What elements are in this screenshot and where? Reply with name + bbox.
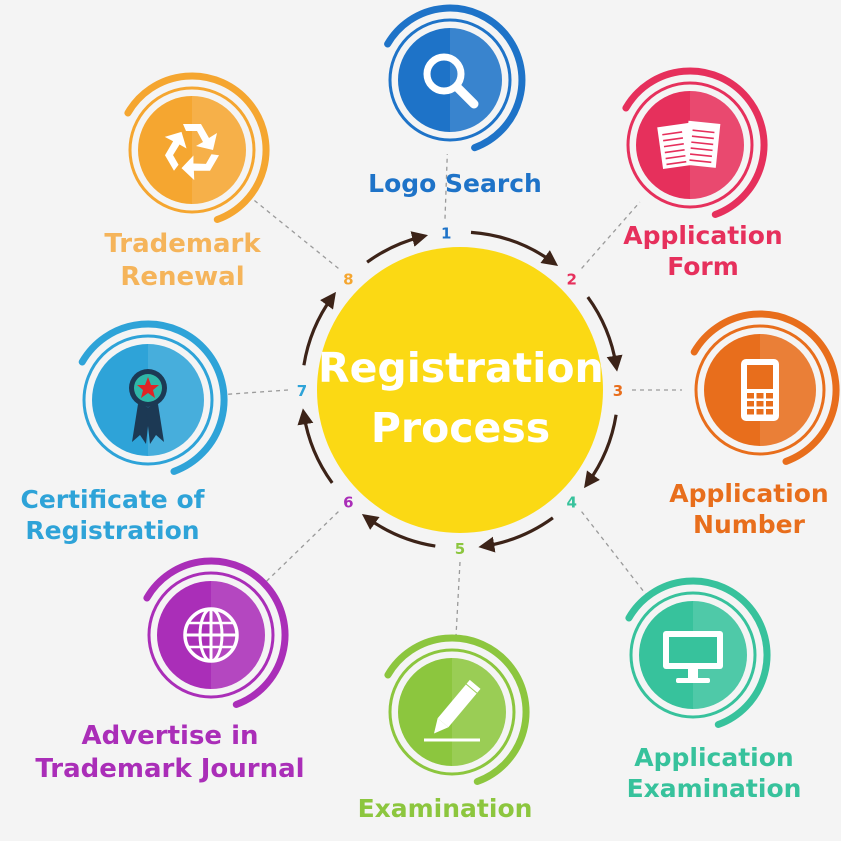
cycle-arrow [478,516,554,553]
step-label-logo-search: Logo Search [340,168,570,199]
recycle-icon [164,124,220,181]
step-label-line1: Advertise in [81,721,259,751]
badge-ring [694,324,826,456]
connector-line [455,561,461,637]
badge-ring [626,81,754,209]
badge-arc [625,577,771,728]
cycle-arrow [361,514,436,548]
cycle-arrow [366,231,429,264]
step-numbers: 1 2 3 4 5 6 7 8 [297,225,623,558]
cycle-arrow [470,230,559,266]
step-label-trademark-renewal: Trademark Renewal [75,228,290,293]
badge-disc [138,96,246,204]
step-badge-computer-monitor [625,577,771,728]
step-label-application-form: Application Form [598,220,808,283]
step-number: 4 [566,494,576,512]
badge-ring [388,648,516,776]
step-label-line1: Certificate of [20,485,205,514]
step-label-line1: Application [623,221,783,250]
badge-arc [384,634,530,785]
cycle-arrow [302,291,336,366]
cycle-arrows [297,230,623,553]
step-number: 7 [297,382,307,400]
step-badge-mobile-phone [690,310,840,465]
badge-shade [148,344,204,456]
step-number: 5 [455,540,465,558]
step-label-line1: Application [669,479,829,508]
pencil-icon [424,679,481,742]
step-badge-globe [143,557,289,708]
center-title: Registration Process [318,338,604,458]
step-number: 8 [343,270,353,288]
badge-arc [143,557,289,708]
step-label-line1: Trademark [104,229,261,259]
step-badge-search [384,4,526,152]
connector-line [581,201,641,269]
step-label-application-number: Application Number [654,478,841,541]
document-icon [657,120,721,169]
step-badges [78,4,840,785]
badge-ring [147,571,275,699]
badge-shade [192,96,246,204]
step-label-examination: Examination [330,793,560,824]
step-label-advertise: Advertise in Trademark Journal [10,720,330,785]
step-badge-recycle [124,72,270,223]
badge-ring [629,591,757,719]
badge-arc [124,72,270,223]
mobile-phone-icon [741,359,779,421]
badge-arc [384,4,526,152]
badge-arc [690,310,840,465]
step-badge-document [622,67,768,218]
badge-arc [622,67,768,218]
step-label-line2: Trademark Journal [35,753,305,784]
badge-ring [128,86,256,214]
globe-icon [183,607,239,663]
step-label-line2: Examination [626,774,802,804]
badge-shade [450,28,502,132]
badge-arc [78,320,228,475]
computer-monitor-icon [663,631,723,683]
step-label-certificate: Certificate of Registration [0,484,225,547]
search-icon [423,53,479,109]
step-label-line2: Renewal [120,261,245,292]
connector-line [250,197,339,269]
badge-ring [82,334,214,466]
connector-line [225,389,289,396]
step-number: 1 [441,225,451,243]
connector-line [444,153,448,219]
center-title-line1: Registration [318,344,604,392]
connector-lines [225,153,682,637]
step-label-line1: Examination [357,794,533,823]
cycle-arrow [584,414,618,489]
step-badge-award-ribbon [78,320,228,475]
step-label-line2: Number [693,510,805,540]
step-label-application-examination: Application Examination [604,742,824,805]
step-label-line1: Application [634,743,794,772]
step-number: 6 [343,494,353,512]
step-number: 3 [613,382,623,400]
center-title-line2: Process [370,404,551,452]
step-number: 2 [566,270,576,288]
center-circle [317,247,603,533]
cycle-arrow [586,296,623,372]
connector-line [265,511,339,583]
step-label-line2: Form [667,252,739,282]
badge-ring [388,18,512,142]
cycle-arrow [297,408,334,484]
award-ribbon-icon [129,369,167,444]
connector-line [581,511,647,596]
step-label-line2: Registration [25,516,200,546]
step-label-line1: Logo Search [368,169,542,198]
step-badge-pencil [384,634,530,785]
